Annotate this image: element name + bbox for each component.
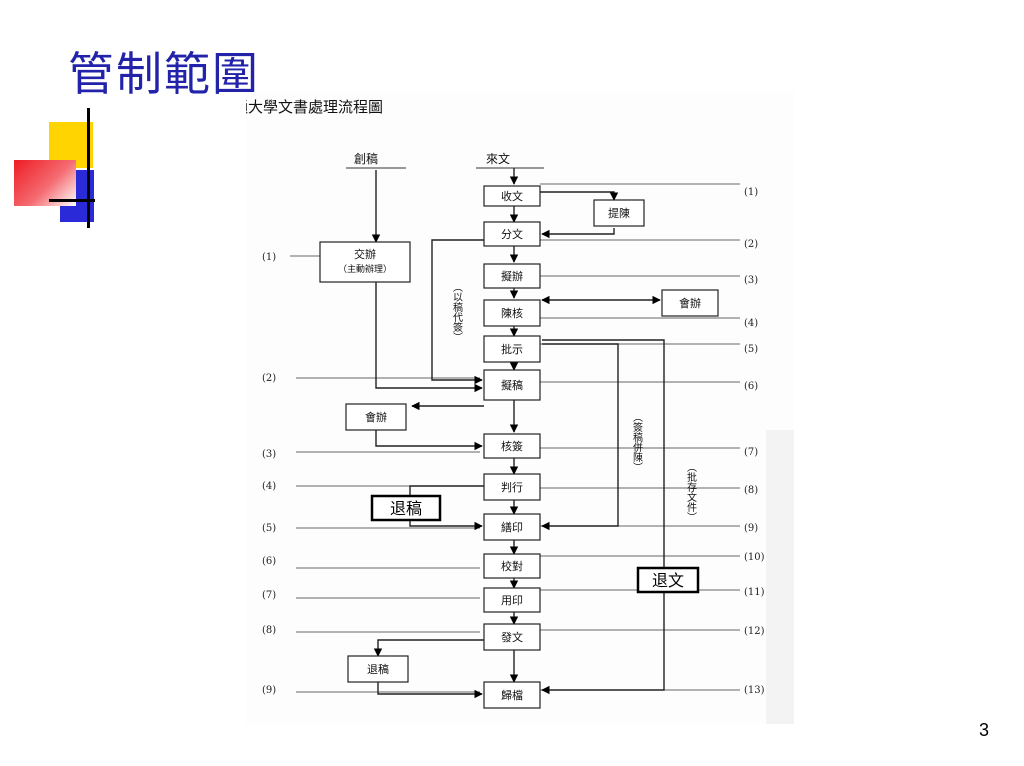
node-review: 陳核: [501, 306, 523, 320]
node-return-draft: 退稿: [367, 662, 389, 676]
flowchart-heading: 國立交通大學文書處理流程圖: [246, 98, 383, 116]
note-filing: （批存文件）: [685, 462, 697, 522]
right-index-3: (3): [744, 275, 758, 286]
right-index-11: (11): [744, 587, 765, 598]
right-index-9: (9): [744, 523, 758, 534]
highlight-return-draft-box: [370, 494, 442, 522]
right-index-1: (1): [744, 187, 758, 198]
node-dispatch-box: [483, 623, 541, 651]
node-handle-box: [319, 241, 411, 283]
node-draft: 擬稿: [501, 378, 523, 392]
node-handle-line1: 交辦: [354, 247, 376, 261]
node-proofread: 校對: [501, 559, 523, 573]
node-cosign-right-box: [661, 289, 719, 317]
node-print-box: [483, 513, 541, 541]
column-head-draft: 創稿: [354, 151, 378, 166]
page-number: 3: [979, 720, 990, 740]
node-receive: 收文: [501, 189, 523, 203]
note-submit: （簽稿併陳）: [631, 412, 643, 472]
node-instruct: 批示: [501, 342, 523, 356]
node-expedite-box: [593, 199, 645, 227]
left-index-7: (7): [262, 590, 276, 601]
decor-red-block: [14, 160, 76, 206]
node-draft-proposal: 擬辦: [501, 269, 523, 283]
node-check-box: [483, 433, 541, 459]
decor-vertical-line: [87, 108, 90, 228]
decor-horizontal-line: [49, 199, 95, 202]
node-instruct-box: [483, 335, 541, 363]
node-archive: 歸檔: [501, 688, 523, 702]
flowchart-diagram: 國立交通大學文書處理流程圖 創稿 來文 (1) (2) (3) (4) (5): [246, 92, 794, 724]
node-draft-proposal-box: [483, 263, 541, 289]
node-print: 繕印: [501, 520, 523, 534]
node-draft-box: [483, 369, 541, 401]
right-index-6: (6): [744, 381, 758, 392]
guide-lines: [290, 183, 740, 693]
node-archive-box: [483, 681, 541, 709]
right-index-2: (2): [744, 239, 758, 250]
highlight-return-draft: 退稿: [390, 499, 422, 518]
node-dispatch: 發文: [501, 630, 523, 644]
right-index-12: (12): [744, 626, 765, 637]
highlight-return-doc-box: [636, 566, 700, 594]
column-head-incoming: 來文: [486, 151, 510, 166]
left-index-9: (9): [262, 685, 276, 696]
right-index-5: (5): [744, 344, 758, 355]
right-index-4: (4): [744, 318, 758, 329]
node-stamp: 用印: [501, 594, 523, 607]
node-approve: 判行: [501, 481, 523, 494]
left-index-4: (4): [262, 481, 276, 492]
highlight-return-doc: 退文: [652, 571, 684, 590]
node-cosign-left-box: [345, 403, 407, 431]
left-index-3: (3): [262, 449, 276, 460]
node-approve-box: [483, 473, 541, 501]
left-index-5: (5): [262, 523, 276, 534]
right-index-7: (7): [744, 447, 758, 458]
right-index-10: (10): [744, 552, 765, 563]
node-proofread-box: [483, 553, 541, 579]
left-index-1: (1): [262, 252, 276, 263]
flow-connectors: [371, 168, 665, 699]
node-return-draft-box: [347, 655, 409, 683]
node-review-box: [483, 299, 541, 327]
node-cosign-left: 會辦: [365, 410, 387, 424]
slide-title: 管制範圍: [68, 47, 260, 101]
note-substitute: （以稿代簽）: [451, 282, 463, 342]
left-index-6: (6): [262, 556, 276, 567]
scan-edge-shadow: [766, 430, 794, 724]
node-stamp-box: [483, 587, 541, 613]
node-expedite: 提陳: [608, 207, 630, 220]
right-index-13: (13): [744, 685, 765, 696]
node-distribute: 分文: [501, 227, 523, 241]
left-index-2: (2): [262, 373, 276, 384]
node-check: 核簽: [501, 439, 523, 453]
node-handle-line2: （主動辦理）: [338, 263, 392, 275]
right-index-8: (8): [744, 485, 758, 496]
left-index-8: (8): [262, 625, 276, 636]
node-receive-box: [483, 185, 541, 207]
node-distribute-box: [483, 221, 541, 247]
node-cosign-right: 會辦: [679, 296, 701, 310]
